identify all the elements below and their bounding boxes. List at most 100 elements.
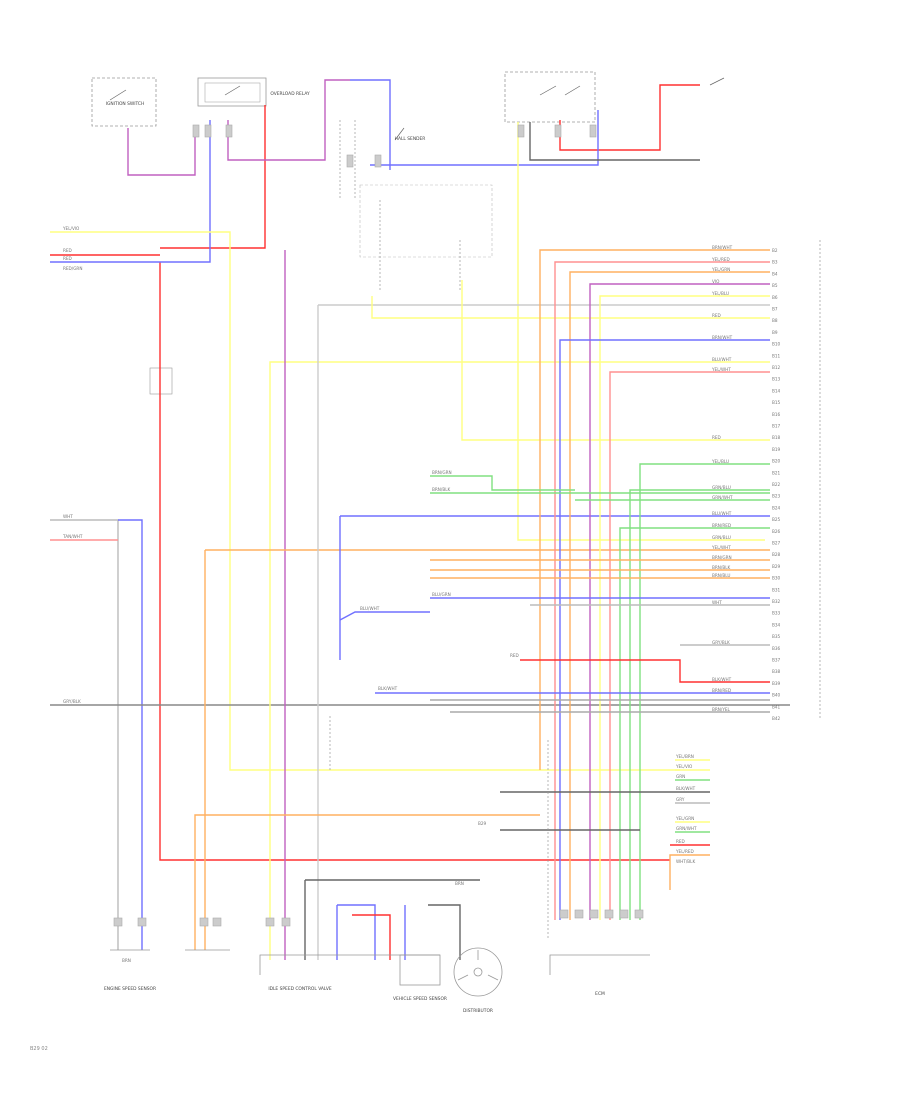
- connector-pin: B12: [772, 365, 781, 370]
- left-label: GRY/BLK: [63, 699, 81, 704]
- connector-pin: B39: [772, 681, 781, 686]
- connector-pin: B32: [772, 599, 781, 604]
- mid-label: BLU/GRN: [432, 592, 451, 597]
- wire-label: BRN/RED: [712, 688, 731, 693]
- wire-label: BRN/WHT: [712, 245, 733, 250]
- caption-ignition-switch: IGNITION SWITCH: [106, 101, 145, 107]
- wire-label: YEL/BLU: [711, 459, 729, 464]
- connector-pin: B24: [772, 505, 781, 510]
- connector-pin: B16: [772, 412, 781, 417]
- wire-label: WHT: [712, 600, 722, 605]
- connector-pin: B35: [772, 634, 781, 639]
- caption-ecm: ECM: [595, 991, 605, 997]
- left-labels: YEL/VIO RED RED RED/GRN WHT TAN/WHT GRY/…: [62, 226, 83, 704]
- connector-pin: B20: [772, 459, 781, 464]
- wire-label: GRY/BLK: [712, 640, 730, 645]
- left-label: TAN/WHT: [62, 534, 83, 539]
- wire-label: GRN/WHT: [712, 495, 733, 500]
- wire-label: BLU/WHT: [712, 357, 732, 362]
- connector-pin: B21: [772, 470, 781, 475]
- left-label: WHT: [63, 514, 73, 519]
- connector-pin: B3: [772, 260, 778, 265]
- connector-pin: B10: [772, 342, 781, 347]
- caption-hall-sender: HALL SENDER: [395, 136, 426, 142]
- mid-label: BLK/WHT: [378, 686, 398, 691]
- wire-label: BLU/WHT: [712, 511, 732, 516]
- connector-pin: B28: [772, 552, 781, 557]
- connector-pin: B25: [772, 517, 781, 522]
- connector-pin: B38: [772, 669, 781, 674]
- left-label: RED/GRN: [63, 266, 82, 271]
- wire-label: GRY: [676, 797, 685, 802]
- connector-pin: B6: [772, 295, 778, 300]
- connector-pin: B30: [772, 576, 781, 581]
- connector-pin: B22: [772, 482, 781, 487]
- connector-pin: B34: [772, 622, 781, 627]
- distributor-cap: [453, 947, 503, 997]
- wire-label: YEL/WHT: [711, 367, 731, 372]
- caption-idle-speed-control-valve: IDLE SPEED CONTROL VALVE: [268, 986, 332, 992]
- connector-pin: B27: [772, 541, 781, 546]
- caption-distributor: DISTRIBUTOR: [463, 1008, 493, 1014]
- right-pin-column: B2B3B4B5B6B7B8B9B10B11B12B13B14B15B16B17…: [772, 248, 781, 721]
- wire-label: RED: [712, 435, 721, 440]
- wire-label: WHT/BLK: [676, 859, 695, 864]
- component-box: [91, 77, 157, 127]
- mid-label: RED: [510, 653, 519, 658]
- wire-label: GRN/WHT: [676, 826, 697, 831]
- wire-label: YEL/BLU: [711, 291, 729, 296]
- connector-pin: B2: [772, 248, 778, 253]
- mid-label: BLU/WHT: [360, 606, 380, 611]
- connector-pin: B7: [772, 307, 778, 312]
- wire-label: GRN/BLU: [712, 535, 731, 540]
- connector-pin: B8: [772, 318, 778, 323]
- connector-pin: B31: [772, 587, 781, 592]
- mid-labels: BRN/GRN BRN/BLK BLU/GRN BLU/WHT RED BLK/…: [360, 470, 519, 691]
- wire-label: YEL/GRN: [711, 267, 730, 272]
- connector-pin: B36: [772, 646, 781, 651]
- shield-label: BRN: [455, 881, 464, 886]
- caption-vehicle-speed-sensor: VEHICLE SPEED SENSOR: [393, 996, 447, 1002]
- wire-label: YEL/BRN: [675, 754, 694, 759]
- wire-label: VIO: [712, 279, 720, 284]
- connector-ref: B29: [478, 821, 487, 826]
- caption-overload-relay: OVERLOAD RELAY: [270, 91, 310, 97]
- wire-label: BLK/WHT: [712, 677, 732, 682]
- connector-pin: B40: [772, 693, 781, 698]
- connector-pin: B41: [772, 704, 781, 709]
- component-box: [359, 184, 493, 258]
- shield-label: BRN: [122, 958, 131, 963]
- wire-label: BRN/BLK: [712, 565, 731, 570]
- page-ref: B29 02: [30, 1046, 48, 1052]
- wire-label: GRN: [676, 774, 685, 779]
- connector-pin: B11: [772, 353, 781, 358]
- wire-label: RED: [712, 313, 721, 318]
- left-label: YEL/VIO: [62, 226, 80, 231]
- caption-engine-speed-sensor: ENGINE SPEED SENSOR: [104, 986, 156, 992]
- wire-label: BRN/YEL: [712, 707, 731, 712]
- connector-pin: B5: [772, 283, 778, 288]
- connector-pin: B33: [772, 611, 781, 616]
- relay-box: [149, 367, 173, 395]
- connector-pin: B23: [772, 494, 781, 499]
- left-label: RED: [63, 248, 72, 253]
- connector-pin: B19: [772, 447, 781, 452]
- relay-box: [197, 77, 267, 107]
- connector-pin: B26: [772, 529, 781, 534]
- wire-label: YEL/RED: [675, 849, 694, 854]
- wire-label: YEL/RED: [711, 257, 730, 262]
- right-wire-label-column: BRN/WHTYEL/REDYEL/GRNVIOYEL/BLUREDBRN/WH…: [711, 245, 733, 712]
- connector-pin: B37: [772, 658, 781, 663]
- wire-label: YEL/VIO: [675, 764, 693, 769]
- wire-label: BRN/BLU: [712, 573, 730, 578]
- wire-label: RED: [676, 839, 685, 844]
- connector-pin: B15: [772, 400, 781, 405]
- mid-label: BRN/BLK: [432, 487, 451, 492]
- connector-pin: B4: [772, 271, 778, 276]
- component-box: [504, 71, 596, 123]
- wire-label: YEL/WHT: [711, 545, 731, 550]
- wire-label: GRN/BLU: [712, 485, 731, 490]
- connector-pin: B17: [772, 424, 781, 429]
- relay-box-inner: [204, 82, 261, 103]
